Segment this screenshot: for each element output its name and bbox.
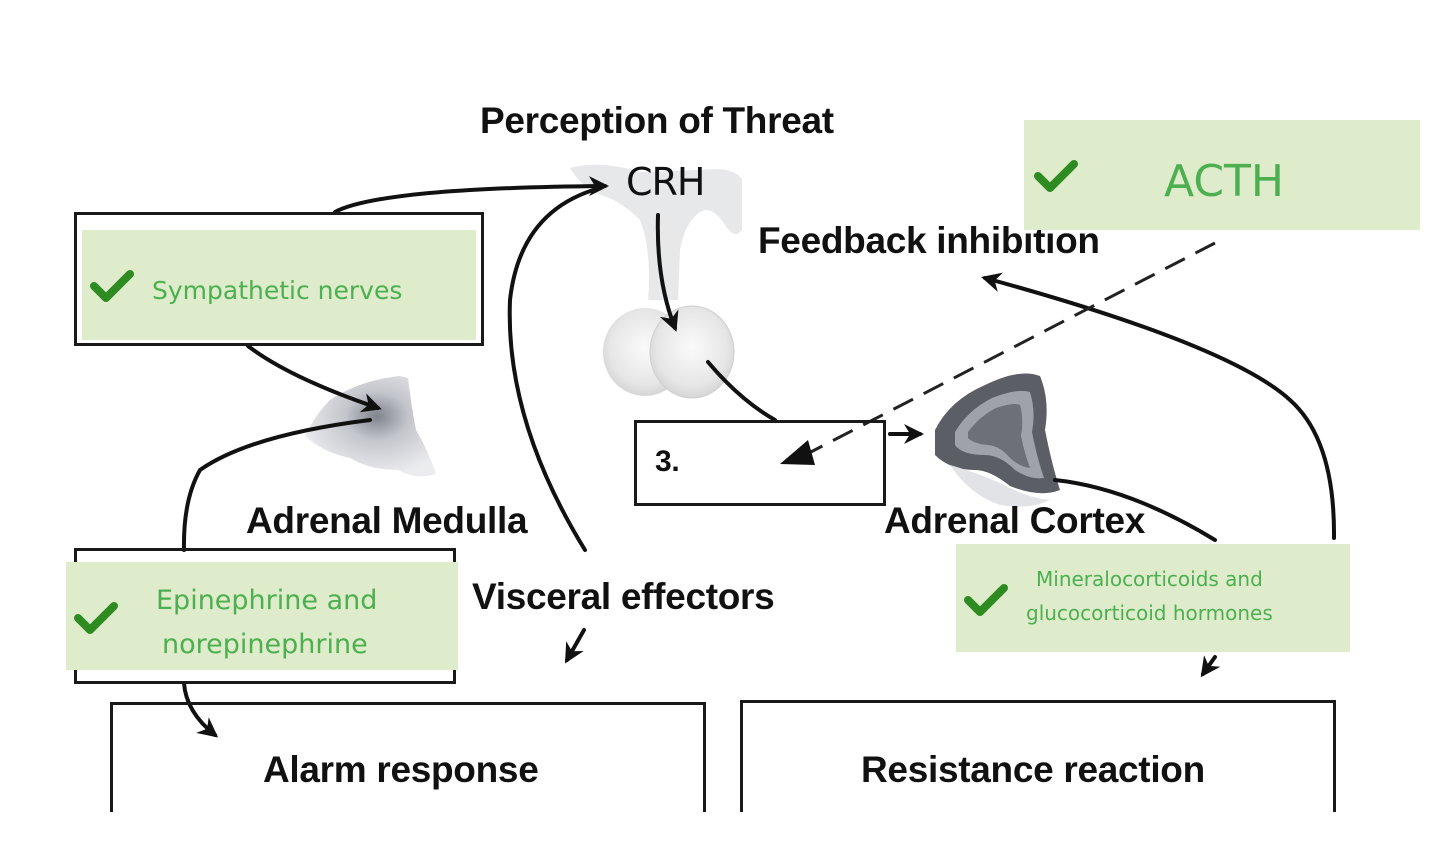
arrow-feedback-inhibition [981, 272, 1337, 540]
arrow-visceral-to-alarm [565, 628, 586, 664]
answer-epinephrine-line1: Epinephrine and [156, 585, 378, 616]
label-alarm-response: Alarm response [263, 749, 539, 790]
arrow-crh-to-visceral [507, 186, 602, 552]
checkmark-icon [1034, 160, 1078, 192]
connector-arrows [181, 176, 1337, 738]
checkmark-icon [90, 270, 134, 302]
answer-acth[interactable]: ACTH [1024, 120, 1420, 230]
resistance-reaction-box: Resistance reaction [740, 700, 1336, 812]
answer-corticoid-line2: glucocorticoid hormones [1026, 601, 1273, 625]
answer-epinephrine[interactable]: Epinephrine and norepinephrine [66, 562, 458, 670]
checkmark-icon [964, 584, 1008, 616]
arrow-pituitary-to-box3 [706, 360, 777, 422]
arrow-hormones-to-resistance [1200, 655, 1221, 678]
arrow-medulla-to-epinephrine [181, 418, 372, 552]
arrow-crh-to-sympathetic [333, 176, 609, 214]
arrow-cortex-to-hormones [1053, 478, 1217, 542]
label-crh: CRH [626, 160, 706, 204]
adrenal-medulla-illustration [305, 376, 436, 477]
label-adrenal-cortex: Adrenal Cortex [884, 500, 1146, 541]
arrow-epinephrine-to-alarm [182, 681, 219, 738]
label-adrenal-medulla: Adrenal Medulla [246, 500, 528, 541]
answer-sympathetic-nerves[interactable]: Sympathetic nerves [82, 230, 476, 340]
arrow-crh-to-pituitary [655, 213, 679, 332]
label-resistance-reaction: Resistance reaction [861, 749, 1205, 790]
answer-corticoid-line1: Mineralocorticoids and [1036, 567, 1263, 591]
adrenal-cortex-illustration [935, 373, 1060, 507]
answer-sympathetic-text: Sympathetic nerves [152, 276, 403, 305]
alarm-response-box: Alarm response [110, 702, 706, 812]
answer-acth-text: ACTH [1164, 156, 1285, 207]
checkmark-icon [74, 602, 118, 634]
label-visceral-effectors: Visceral effectors [472, 576, 775, 617]
arrow-sympathetic-to-medulla [246, 344, 382, 413]
dashed-acth-line [780, 241, 1216, 465]
blank-box-3[interactable]: 3. [634, 420, 886, 506]
sympathetic-box-frame [74, 212, 484, 346]
pituitary-illustration [603, 305, 735, 399]
title-perception-of-threat: Perception of Threat [480, 100, 834, 141]
answer-epinephrine-line2: norepinephrine [162, 629, 368, 660]
blank-box-number: 3. [655, 445, 680, 478]
answer-corticoid-hormones[interactable]: Mineralocorticoids and glucocorticoid ho… [956, 544, 1350, 652]
